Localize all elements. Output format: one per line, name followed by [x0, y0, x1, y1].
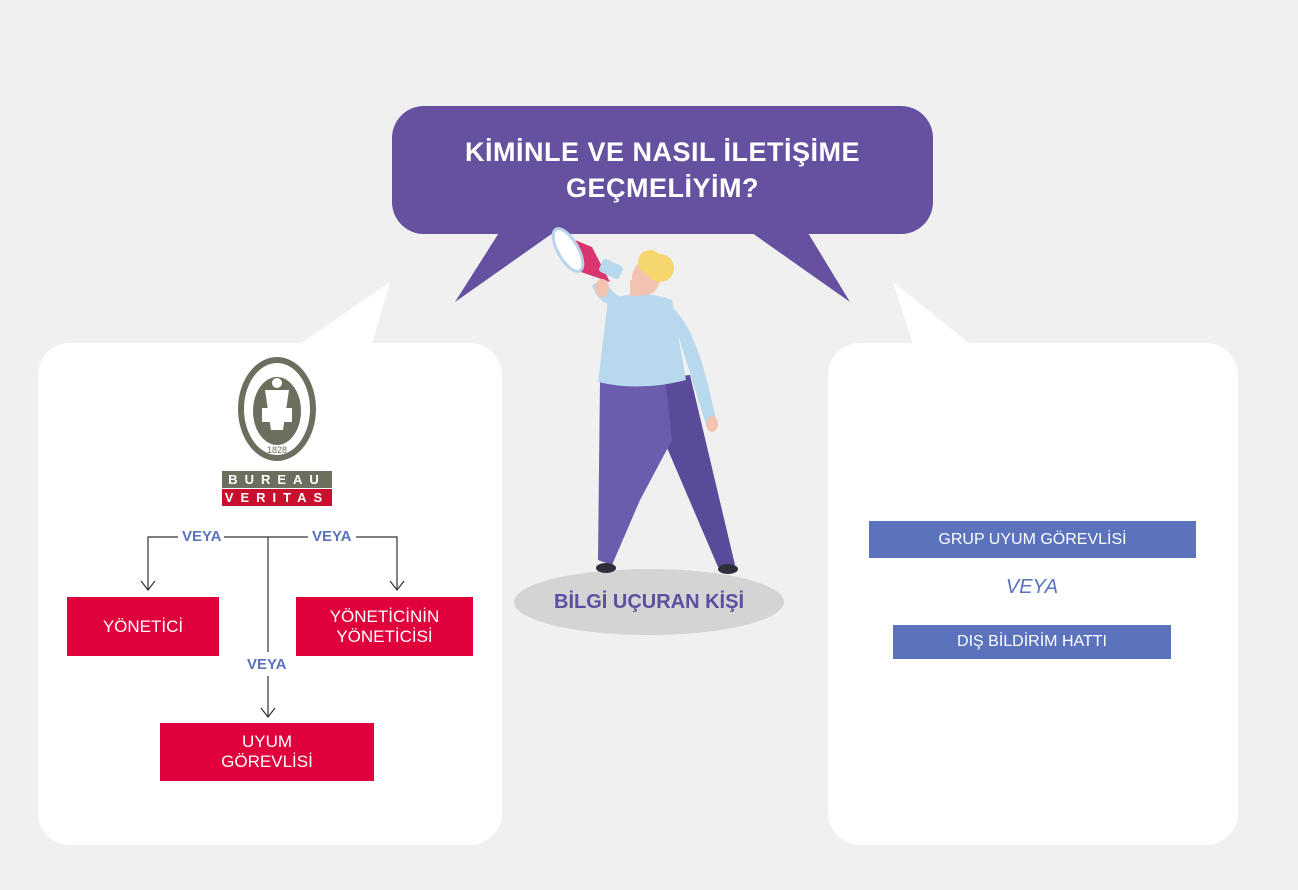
managers-manager-box: YÖNETİCİNİN YÖNETİCİSİ [296, 597, 473, 656]
compliance-line-2: GÖREVLİSİ [221, 752, 313, 771]
whistleblower-label: BİLGİ UÇURAN KİŞİ [554, 590, 744, 613]
managers-manager-line-1: YÖNETİCİNİN [329, 606, 440, 626]
left-panel [38, 343, 502, 845]
seal-year: 1828 [266, 445, 288, 455]
compliance-officer-box: UYUM GÖREVLİSİ [160, 723, 374, 781]
group-compliance-box: GRUP UYUM GÖREVLİSİ [869, 521, 1196, 558]
or-label-bottom: VEYA [245, 656, 289, 673]
logo-word-bureau: BUREAU [228, 472, 326, 487]
person-ellipse [514, 569, 784, 635]
manager-box: YÖNETİCİ [67, 597, 219, 656]
manager-label: YÖNETİCİ [102, 616, 184, 636]
bureau-veritas-seal [238, 357, 316, 461]
right-panel [828, 343, 1238, 845]
speech-bubble [392, 106, 933, 234]
bubble-tail-left [455, 228, 560, 302]
managers-manager-line-2: YÖNETİCİSİ [336, 626, 433, 646]
or-label-left: VEYA [180, 528, 224, 545]
page-title: KİMİNLE VE NASIL İLETİŞİME GEÇMELİYİM? [392, 106, 933, 234]
title-line-1: KİMİNLE VE NASIL İLETİŞİME [464, 137, 861, 167]
logo-grey-bar [222, 471, 332, 488]
bubble-tail-right [745, 228, 850, 302]
group-compliance-label: GRUP UYUM GÖREVLİSİ [938, 530, 1127, 548]
whistleblower-illustration [551, 227, 738, 574]
external-hotline-box: DIŞ BİLDİRİM HATTI [893, 625, 1171, 659]
flow-lines [140, 536, 405, 718]
right-panel-pointer [893, 282, 970, 344]
compliance-line-1: UYUM [241, 732, 293, 751]
external-hotline-label: DIŞ BİLDİRİM HATTI [957, 633, 1107, 650]
or-label-right: VEYA [310, 528, 354, 545]
logo-word-veritas: VERITAS [224, 490, 330, 505]
left-panel-pointer [300, 282, 390, 344]
or-label-right-panel: VEYA [1005, 576, 1059, 598]
logo-red-bar [222, 489, 332, 506]
title-line-2: GEÇMELİYİM? [566, 173, 759, 203]
